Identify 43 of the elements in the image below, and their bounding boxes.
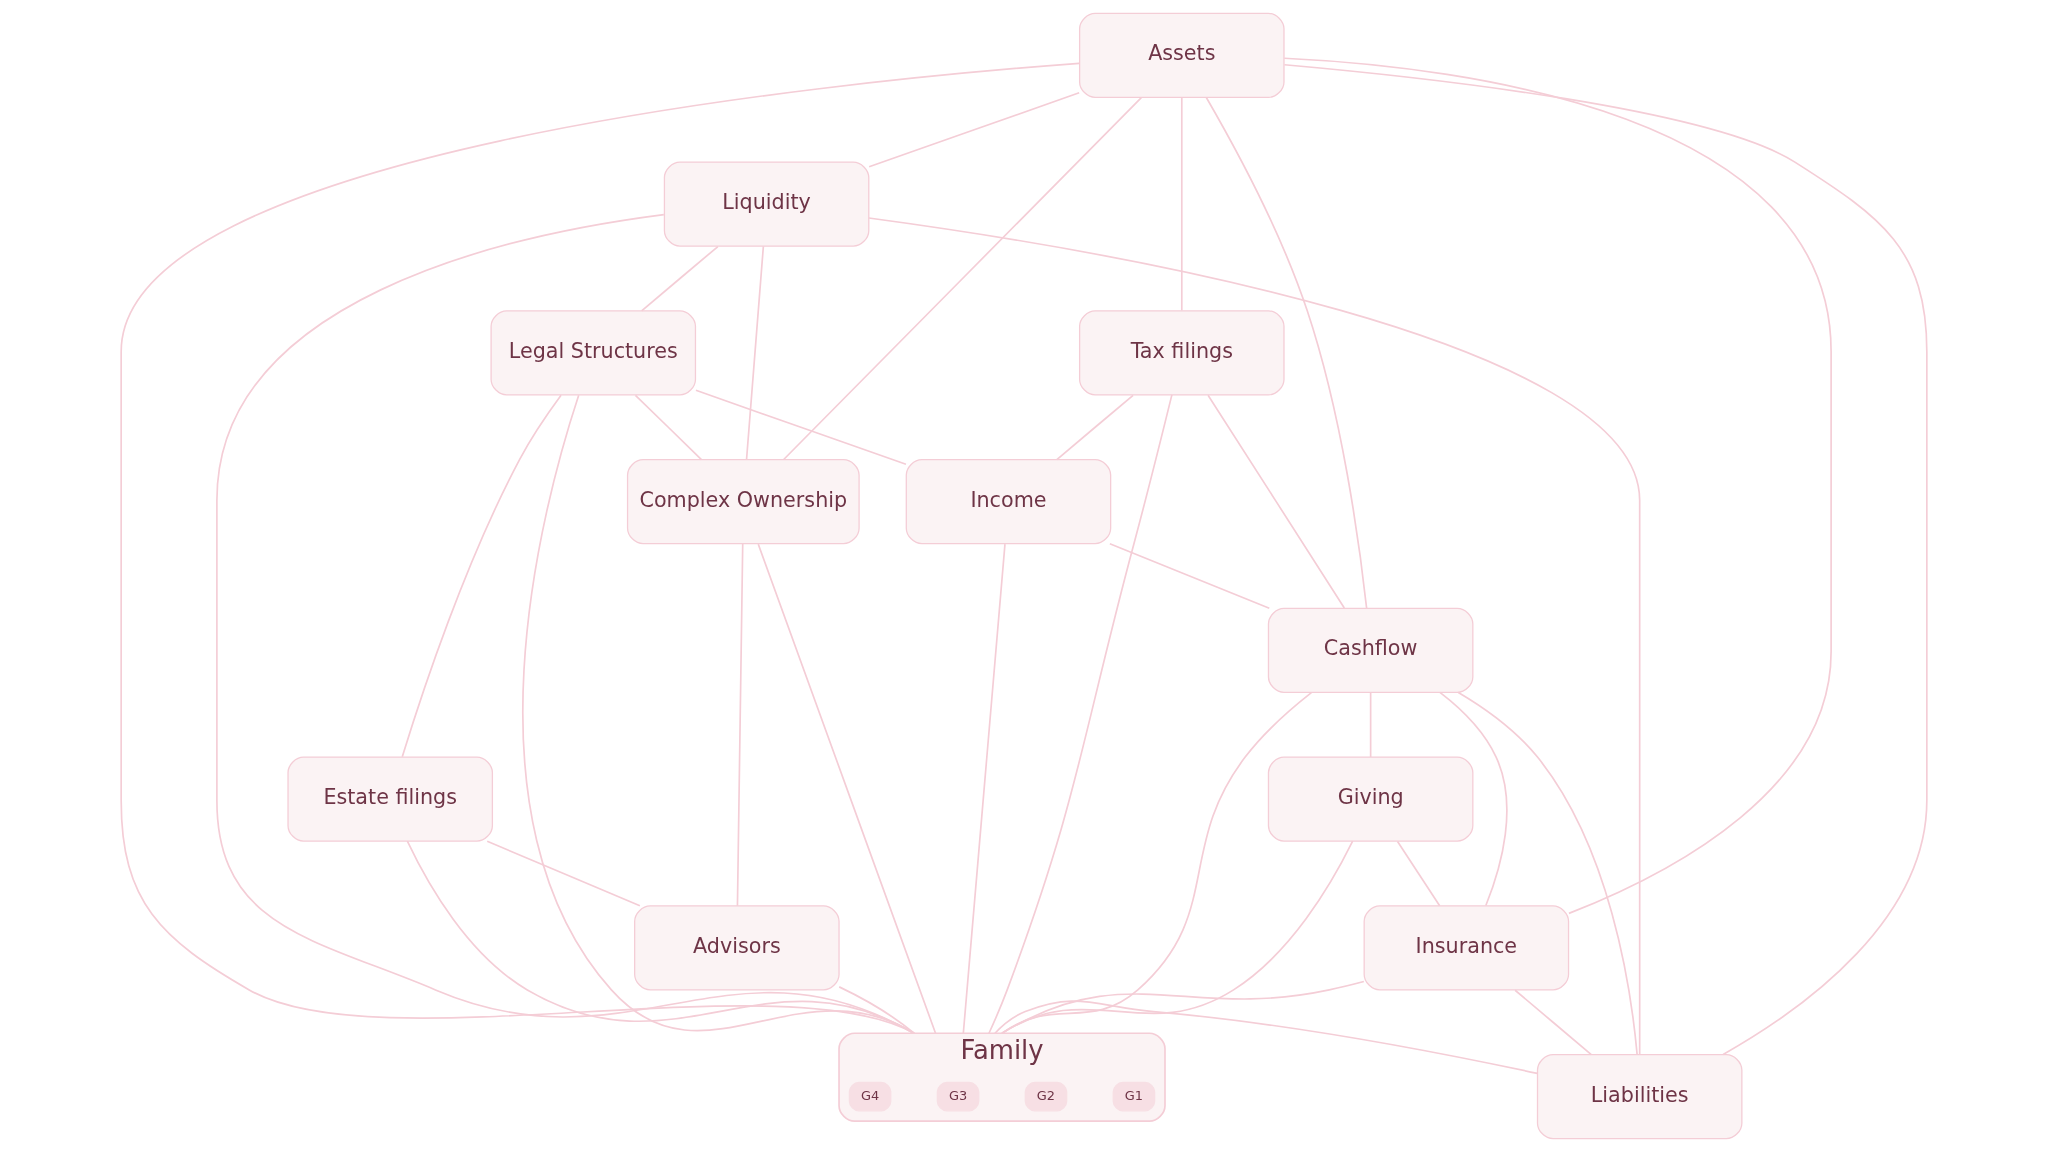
connector — [1205, 96, 1368, 609]
connector — [401, 394, 562, 758]
connector — [1396, 840, 1441, 907]
node-box: Liquidity — [663, 161, 870, 247]
connector — [1439, 691, 1508, 907]
node-box: Legal Structures — [490, 310, 697, 396]
connector — [486, 840, 641, 907]
connector — [994, 1000, 1539, 1075]
connector — [838, 986, 915, 1035]
connector — [522, 394, 915, 1035]
connector — [868, 217, 1641, 1056]
connector — [1457, 691, 1638, 1056]
node-box: Insurance — [1363, 905, 1570, 991]
connector — [1207, 394, 1346, 609]
node-box: Estate filings — [287, 756, 494, 842]
connector — [1369, 691, 1372, 758]
connector — [782, 96, 1143, 461]
node-box: Liabilities — [1536, 1053, 1743, 1140]
connector — [962, 543, 1006, 1035]
node-box: Assets — [1078, 12, 1285, 99]
node-box: Cashflow — [1267, 607, 1474, 694]
connector — [1283, 63, 1928, 1056]
connector — [736, 543, 744, 907]
connector — [1056, 394, 1134, 461]
node-box: Tax filings — [1078, 310, 1285, 396]
connector — [868, 91, 1080, 168]
connector — [757, 543, 937, 1035]
connector — [406, 840, 915, 1035]
connector — [988, 394, 1173, 1035]
connector — [216, 213, 915, 1035]
connector — [1109, 543, 1271, 609]
connector — [640, 245, 719, 312]
connector — [1180, 96, 1183, 312]
node-box: Complex Ownership — [626, 458, 860, 545]
node-box: Income — [905, 458, 1112, 545]
connector — [634, 394, 703, 461]
connector — [1514, 989, 1593, 1056]
connector — [745, 245, 765, 461]
connector — [695, 389, 907, 466]
connector — [120, 62, 1080, 1035]
node-box: Advisors — [634, 905, 840, 991]
node-box: Giving — [1267, 756, 1474, 842]
connector — [1283, 57, 1832, 915]
